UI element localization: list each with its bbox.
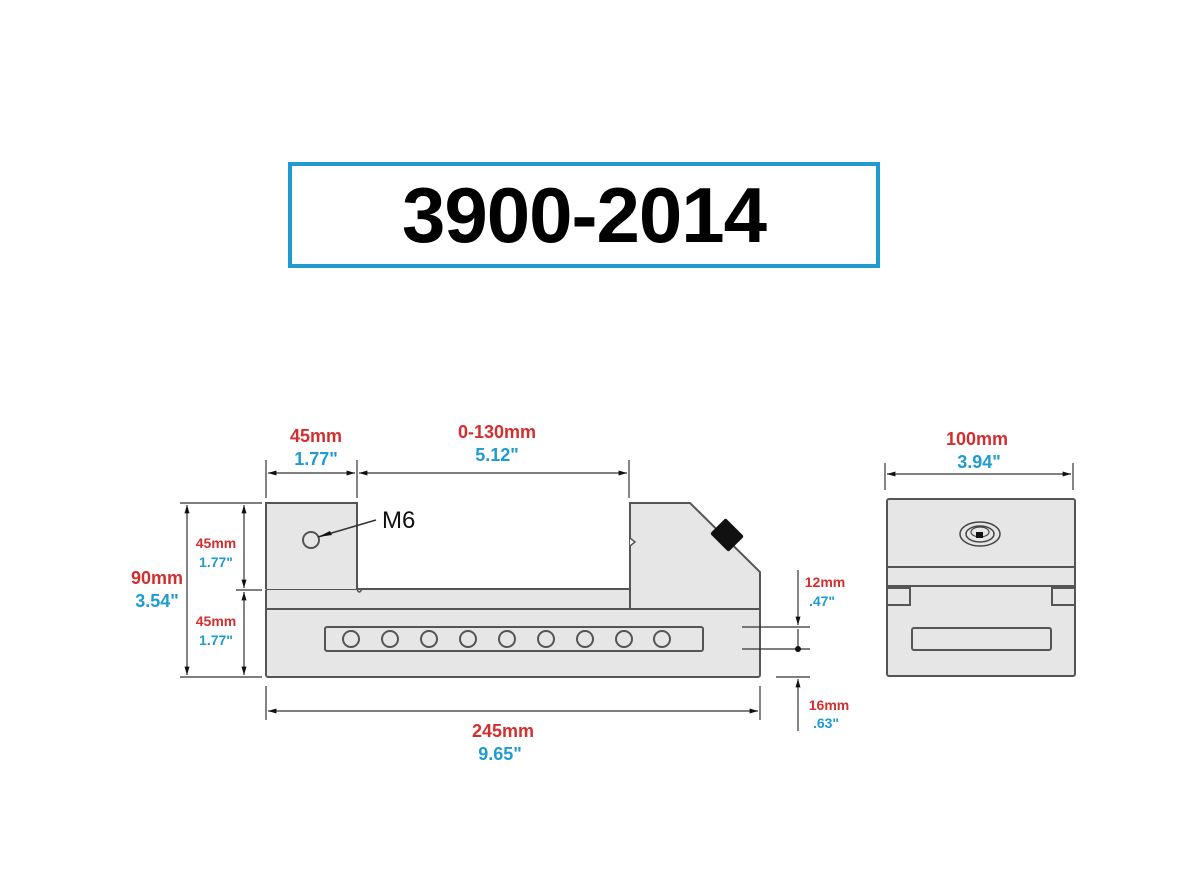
- thread-callout: M6: [382, 507, 415, 534]
- dim-slot-upper-mm: 12mm: [805, 574, 845, 590]
- model-number-box: 3900-2014: [288, 162, 880, 268]
- dim-slot-lower-mm: 16mm: [809, 697, 849, 713]
- slot-holes: [342, 630, 671, 648]
- dim-height-inch: 3.54": [135, 591, 179, 611]
- end-slot: [911, 627, 1052, 651]
- end-view: 100mm 3.94": [884, 429, 1076, 677]
- model-number: 3900-2014: [401, 171, 767, 259]
- dim-upper-height-inch: 1.77": [199, 554, 233, 570]
- dim-upper-height-mm: 45mm: [196, 535, 236, 551]
- dim-height-mm: 90mm: [131, 568, 183, 588]
- dim-end-width-mm: 100mm: [946, 429, 1008, 449]
- dim-jaw-opening-inch: 5.12": [475, 445, 519, 465]
- screw-head-icon: [959, 521, 1001, 547]
- dim-slot-lower-inch: .63": [813, 715, 839, 731]
- dim-jaw-opening-mm: 0-130mm: [458, 422, 536, 442]
- dim-fixed-jaw-mm: 45mm: [290, 426, 342, 446]
- dim-lower-height-mm: 45mm: [196, 613, 236, 629]
- moving-jaw: [629, 502, 761, 610]
- dim-length-mm: 245mm: [472, 721, 534, 741]
- side-view: M6 45mm 1.77" 0-130mm 5.12": [131, 422, 849, 764]
- dim-fixed-jaw-inch: 1.77": [294, 449, 338, 469]
- dim-lower-height-inch: 1.77": [199, 632, 233, 648]
- dim-slot-upper-inch: .47": [809, 593, 835, 609]
- dim-end-width-inch: 3.94": [957, 452, 1001, 472]
- knob-icon: [710, 518, 744, 552]
- dim-length-inch: 9.65": [478, 744, 522, 764]
- m6-hole: [302, 531, 320, 549]
